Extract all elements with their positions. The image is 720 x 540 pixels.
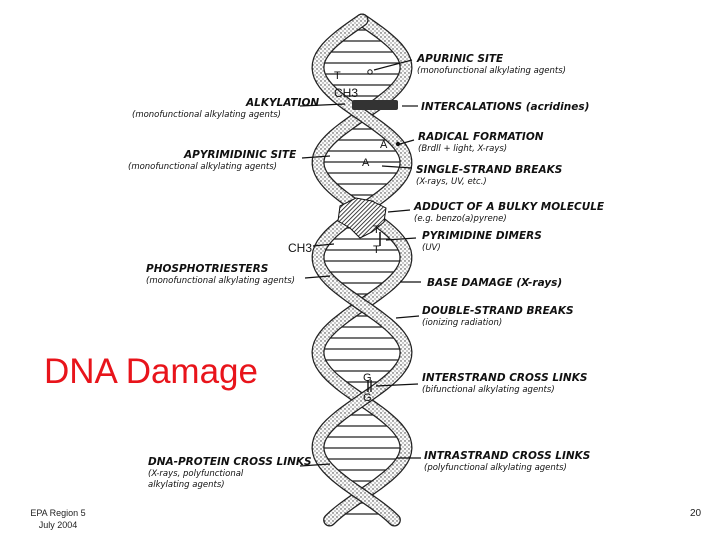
label-dna-protein-cross-links: DNA-PROTEIN CROSS LINKS (X-rays, polyfun… (148, 452, 316, 490)
marker-t-dimer-1: T (373, 224, 380, 236)
marker-t-dimer-2: T (373, 244, 380, 256)
label-radical-formation: RADICAL FORMATION (Brdll + light, X-rays… (418, 127, 548, 154)
marker-a-upper: A (380, 139, 388, 151)
label-interstrand-cross-links: INTERSTRAND CROSS LINKS (bifunctional al… (422, 368, 592, 395)
intercalator-shape (352, 100, 398, 110)
marker-ch3-left: CH3 (288, 241, 312, 255)
dna-strand-b-fill (312, 14, 412, 526)
apurinic-site-dot (367, 69, 373, 75)
label-apurinic-site: APURINIC SITE (monofunctional alkylating… (416, 49, 566, 76)
label-apyrimidinic-site: APYRIMIDINIC SITE (monofunctional alkyla… (128, 145, 301, 172)
leader-lines (299, 59, 421, 467)
label-pyrimidine-dimers: PYRIMIDINE DIMERS (UV) (422, 226, 546, 253)
marker-ch3-top: CH3 (334, 86, 358, 100)
label-intrastrand-cross-links: INTRASTRAND CROSS LINKS (polyfunctional … (424, 446, 595, 473)
marker-a-lower: A (362, 157, 370, 169)
label-phosphotriesters: PHOSPHOTRIESTERS (monofunctional alkylat… (146, 259, 295, 286)
footer-date: July 2004 (38, 520, 78, 530)
marker-t-top: T (334, 70, 341, 82)
label-intercalations: INTERCALATIONS (acridines) (421, 101, 589, 113)
label-bulky-adduct: ADDUCT OF A BULKY MOLECULE (e.g. benzo(a… (413, 197, 609, 224)
label-base-damage: BASE DAMAGE (X-rays) (427, 277, 562, 289)
label-alkylation: ALKYLATION (monofunctional alkylating ag… (132, 93, 324, 120)
footer: EPA Region 5 July 2004 (28, 507, 88, 531)
radical-dot (395, 141, 401, 147)
label-double-strand-breaks: DOUBLE-STRAND BREAKS (ionizing radiation… (422, 301, 578, 328)
marker-g-lower: G (363, 392, 372, 404)
label-single-strand-breaks: SINGLE-STRAND BREAKS (X-rays, UV, etc.) (416, 160, 567, 187)
bulky-adduct-shape (337, 197, 387, 239)
page-number: 20 (690, 508, 702, 519)
slide-title: DNA Damage (44, 352, 258, 391)
marker-g-upper: G (363, 372, 372, 384)
footer-organization: EPA Region 5 (30, 508, 86, 518)
